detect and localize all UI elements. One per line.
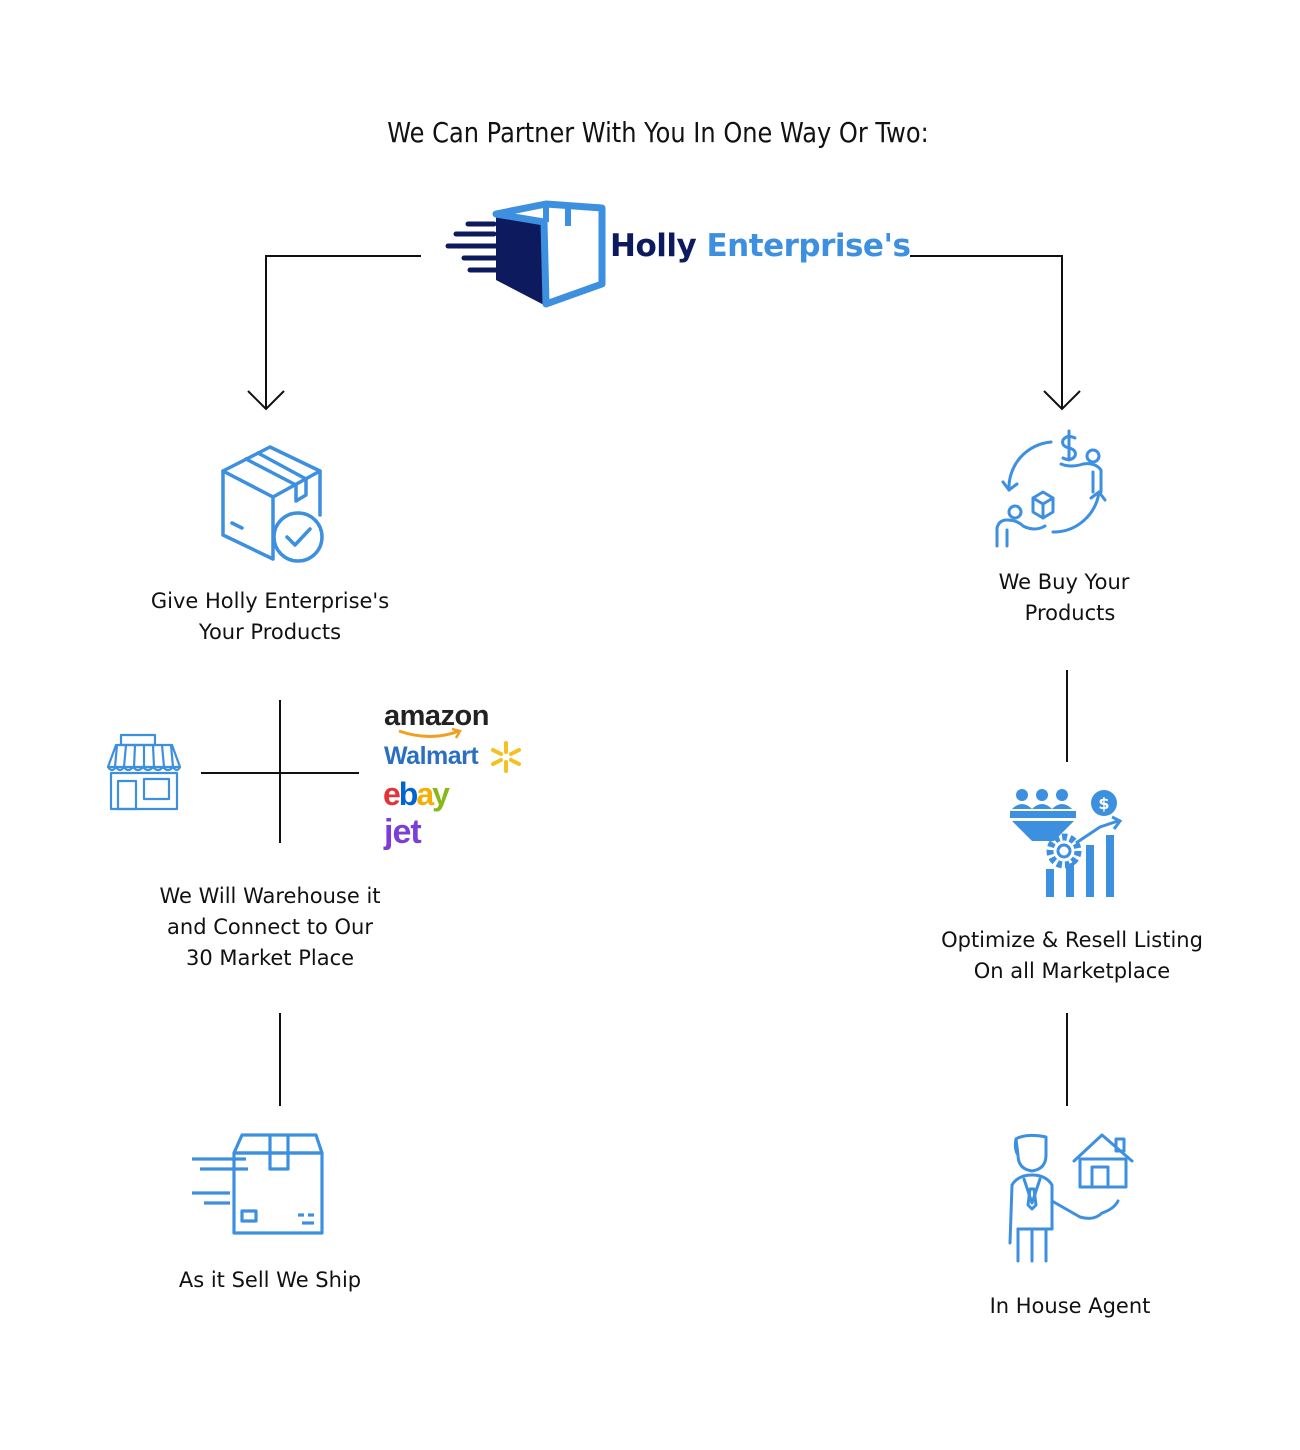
diagram-title: We Can Partner With You In One Way Or Tw… [387, 116, 929, 149]
right-step2-line2: On all Marketplace [973, 959, 1171, 983]
left-step2-line2: and Connect to Our [167, 915, 373, 939]
real-estate-agent-icon [1008, 1133, 1134, 1263]
storefront-icon [106, 733, 182, 811]
right-step3-caption: In House Agent [940, 1291, 1200, 1322]
company-logo: Holly Enterprise's [445, 192, 911, 308]
right-step2-caption: Optimize & Resell Listing On all Marketp… [922, 925, 1222, 987]
walmart-logo: Walmart [384, 742, 479, 770]
right-step1-line1: We Buy Your [998, 570, 1130, 594]
right-step1-caption: We Buy Your Products [940, 567, 1200, 629]
left-step2-line1: We Will Warehouse it [159, 884, 381, 908]
right-branch-arrow [910, 255, 1063, 409]
jet-logo: jet [384, 813, 422, 851]
marketplace-logos: amazon Walmart ebay jet [383, 700, 533, 860]
exchange-cycle-icon [995, 429, 1107, 548]
left-step3-line1: As it Sell We Ship [178, 1268, 362, 1292]
left-step1-caption: Give Holly Enterprise's Your Products [120, 586, 420, 648]
logo-word-holly: Holly [610, 228, 697, 264]
shipping-box-icon [192, 1133, 324, 1235]
left-branch-arrow [265, 255, 421, 409]
right-step3-line1: In House Agent [989, 1294, 1151, 1318]
svg-text:$: $ [1098, 794, 1109, 813]
right-step2-line1: Optimize & Resell Listing [941, 928, 1203, 952]
box-check-icon [221, 445, 324, 563]
amazon-smile-icon [398, 727, 462, 739]
ebay-logo: ebay [383, 776, 450, 812]
left-step2-caption: We Will Warehouse it and Connect to Our … [120, 881, 420, 974]
left-step2-line3: 30 Market Place [185, 946, 355, 970]
left-step1-line1: Give Holly Enterprise's [150, 589, 390, 613]
walmart-spark-icon [491, 741, 521, 773]
moving-box-icon [445, 200, 606, 308]
funnel-growth-chart-icon: $ [1010, 789, 1123, 897]
amazon-logo: amazon [384, 700, 489, 732]
right-step1-line2: Products [1024, 601, 1116, 625]
left-step1-line2: Your Products [198, 620, 342, 644]
left-step3-caption: As it Sell We Ship [120, 1265, 420, 1296]
logo-word-enterprises: Enterprise's [706, 228, 911, 264]
